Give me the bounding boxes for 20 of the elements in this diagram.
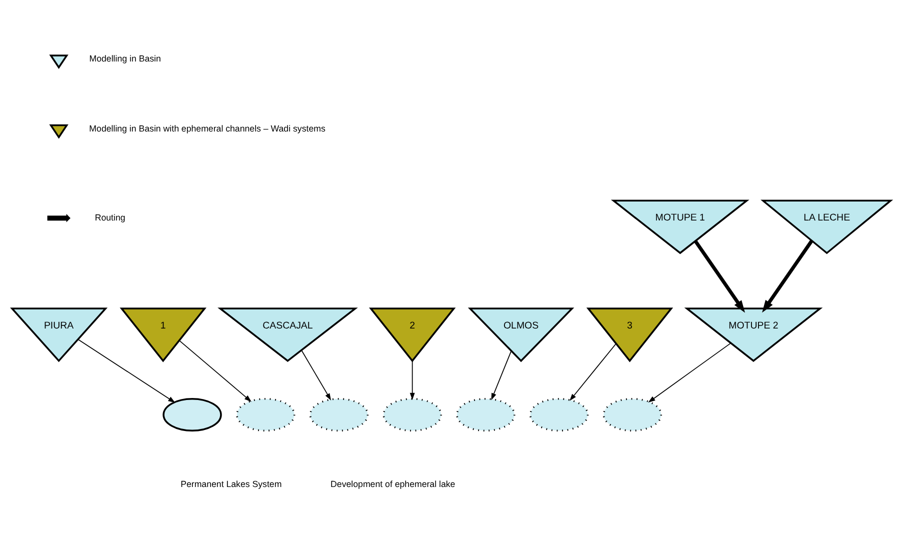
arrow <box>410 360 415 400</box>
label: Development of ephemeral lake <box>330 478 456 489</box>
arrow <box>648 342 732 403</box>
arrow <box>491 350 512 400</box>
legend-label: Routing <box>94 212 126 222</box>
legend-label: Modelling in Basin with ephemeral channels – Wadi systems <box>89 123 326 134</box>
node-ellipse <box>456 398 516 432</box>
arrow <box>178 340 252 402</box>
node-ellipse <box>382 398 442 432</box>
label: Permanent Lakes System <box>180 478 282 489</box>
arrow <box>694 240 746 313</box>
arrow <box>570 344 616 401</box>
legend-label: Modelling in Basin <box>89 54 161 64</box>
node-ellipse <box>309 398 369 432</box>
arrow <box>301 350 332 400</box>
node-ellipse <box>236 398 296 432</box>
arrow <box>762 240 814 313</box>
node-ellipse <box>602 398 662 432</box>
arrow <box>78 339 176 403</box>
node-ellipse <box>529 398 589 432</box>
